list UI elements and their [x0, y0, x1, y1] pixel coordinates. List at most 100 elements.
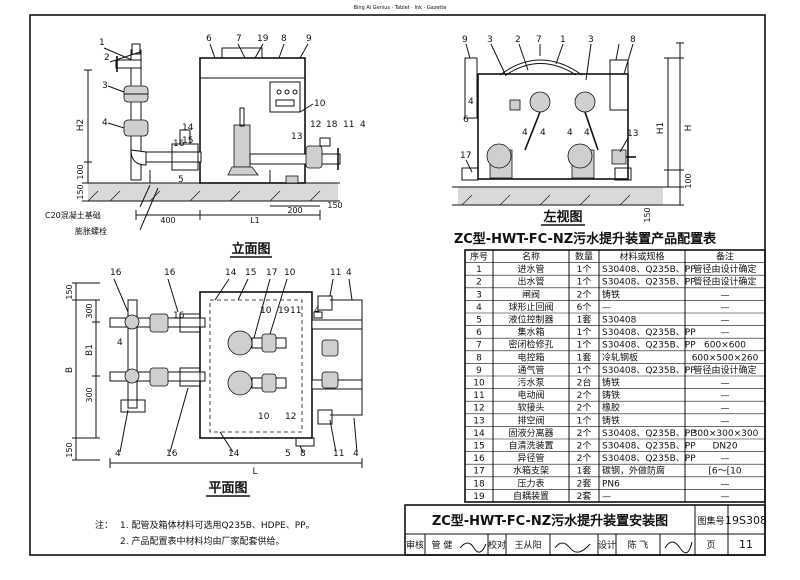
front-dim-100: 100 [76, 164, 85, 179]
table-header: 名称 [522, 251, 540, 263]
plan-callout-4: 4 [346, 268, 352, 278]
table-cell: 16 [473, 454, 485, 464]
table-cell: — [602, 492, 611, 502]
table-cell: 污水泵 [517, 377, 544, 389]
table-cell: 2个 [577, 428, 592, 439]
side-dim-100: 100 [684, 173, 693, 188]
table-cell: 密闭检修孔 [508, 339, 553, 351]
table-cell: 300×300×300 [692, 429, 759, 439]
table-cell: 软接头 [517, 402, 544, 414]
table-cell: 17 [473, 467, 484, 477]
table-cell: 15 [473, 442, 484, 452]
table-cell: 1个 [577, 264, 592, 275]
designer-signature [664, 541, 693, 554]
side-view-title: 左视图 [543, 209, 582, 225]
table-grid [464, 249, 766, 503]
table-cell: — [721, 454, 730, 464]
table-cell: — [721, 416, 730, 426]
front-callout-12: 12 [310, 120, 321, 130]
table-cell: 自耦装置 [513, 490, 549, 502]
table-cell: — [721, 290, 730, 300]
front-callout-6: 6 [206, 34, 212, 44]
plan-view: 150 300 300 B1 B 150 L 16 14 15 17 [65, 268, 363, 497]
table-cell: 2套 [577, 490, 592, 502]
plan-callout-4b: 4 [314, 306, 320, 316]
plan-callout-10b: 10 [260, 306, 272, 316]
table-cell: 铸铁 [602, 377, 620, 389]
table-cell: 2套 [577, 477, 592, 489]
table-cell: 2个 [577, 453, 592, 464]
front-leaders [103, 43, 314, 231]
plan-callout-4c: 4 [117, 338, 123, 348]
table-cell: 11 [473, 391, 484, 401]
side-tee [529, 91, 551, 113]
side-tank [477, 73, 629, 180]
table-cell: — [721, 303, 730, 313]
table-cell: 异径管 [517, 452, 544, 464]
front-callout-19: 19 [257, 34, 269, 44]
reviewer-signature [459, 542, 487, 553]
table-header: 备注 [716, 251, 734, 263]
front-dim-l1: L1 [250, 216, 260, 225]
plan-tank [199, 291, 313, 439]
table-cell: 10 [473, 379, 485, 389]
side-elevation: H1 H 100 150 9 3 2 7 1 3 8 4 6 4 4 4 4 1… [452, 35, 694, 226]
table-cell: 铸铁 [602, 414, 620, 426]
front-dim-h2: H2 [76, 119, 86, 132]
table-cell: 1套 [577, 314, 592, 326]
side-callout-9: 9 [462, 35, 468, 45]
table-header: 数量 [575, 251, 593, 263]
front-concrete-base [88, 183, 338, 201]
table-cell: S30408、Q235B、PP [602, 265, 696, 275]
plan-callout-10: 10 [284, 268, 296, 278]
plan-dim-300b: 300 [85, 387, 94, 402]
table-cell: 出水管 [517, 276, 544, 288]
table-cell: S30408、Q235B、PP [602, 278, 696, 288]
side-callout-6: 6 [463, 115, 469, 125]
table-cell: S30408、Q235B、PP [602, 328, 696, 338]
table-cell: 管径由设计确定 [693, 276, 756, 288]
plan-dim-300a: 300 [85, 303, 94, 318]
table-cell: 2台 [577, 377, 592, 389]
table-cell: 13 [473, 416, 484, 426]
table-cell: 1个 [577, 277, 592, 288]
title-block-title: ZC型-HWT-FC-NZ污水提升装置安装图 [432, 513, 668, 529]
table-cell: 自清洗装置 [508, 440, 553, 452]
front-control-box [269, 81, 301, 113]
note-2: 2. 产品配置表中材料均由厂家配套供给。 [120, 535, 284, 547]
table-cell: — [721, 391, 730, 401]
front-callout-18: 18 [326, 120, 338, 130]
side-callout-7: 7 [536, 35, 542, 45]
side-callout-13: 13 [627, 129, 638, 139]
plan-callout-17: 17 [266, 268, 277, 278]
table-cell: 电控箱 [517, 351, 544, 363]
front-callout-1: 1 [99, 38, 105, 48]
table-cell: DN20 [712, 442, 737, 452]
front-callout-9: 9 [306, 34, 312, 44]
title-block-designer: 陈 飞 [628, 539, 649, 551]
front-callout-15: 15 [182, 136, 193, 146]
front-callout-16: 16 [173, 139, 185, 149]
title-block-page-no: 11 [739, 538, 753, 551]
plan-pump-1 [227, 330, 253, 356]
front-dim-150: 150 [76, 184, 85, 199]
table-cell: 闸阀 [522, 289, 540, 300]
plan-dim-150-bottom: 150 [65, 442, 74, 457]
front-callout-11: 11 [343, 120, 354, 130]
table-cell: 9 [476, 366, 482, 376]
plan-callout-11: 11 [330, 268, 341, 278]
table-cell: 铸铁 [602, 288, 620, 300]
table-cell: 管径由设计确定 [693, 364, 756, 376]
table-cell: 压力表 [517, 477, 544, 489]
front-pump [233, 124, 251, 168]
title-block-review-label: 审核 [406, 539, 424, 551]
side-callout-4b: 4 [522, 128, 528, 138]
table-cell: — [721, 492, 730, 502]
table-cell: 1个 [577, 415, 592, 426]
table-title: ZC型-HWT-FC-NZ污水提升装置产品配置表 [454, 231, 717, 247]
plan-callout-12: 12 [285, 412, 296, 422]
side-vent-pipe [464, 57, 478, 119]
title-block: ZC型-HWT-FC-NZ污水提升装置安装图 图集号 19S308 审核 管 健… [404, 504, 767, 556]
table-cell: 液位控制器 [508, 314, 553, 326]
table-cell: 排空阀 [517, 414, 544, 426]
